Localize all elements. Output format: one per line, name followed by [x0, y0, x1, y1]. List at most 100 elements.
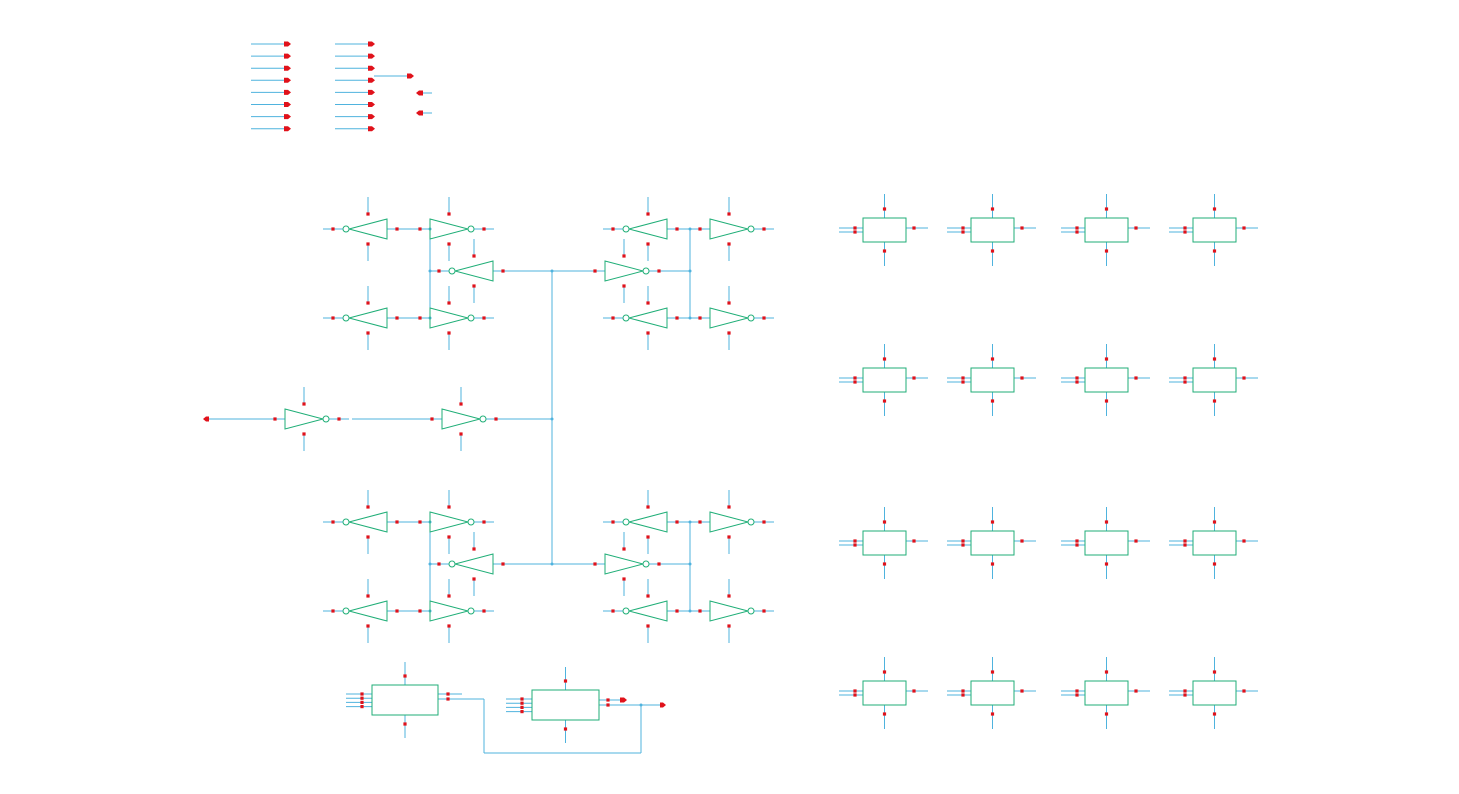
- inverter-bubble: [467, 314, 475, 322]
- inverter-bubble: [622, 607, 630, 615]
- pin-dot: [1242, 689, 1246, 693]
- input-pin: [284, 89, 291, 95]
- inverter-icon: [342, 600, 388, 622]
- pin-dot: [1183, 689, 1187, 693]
- pin-dot: [853, 230, 857, 234]
- pin-dot: [853, 689, 857, 693]
- register-body: [1192, 680, 1237, 706]
- pin-dot: [727, 535, 731, 539]
- pin-dot: [1242, 226, 1246, 230]
- inverter-body: [627, 307, 668, 329]
- pin-dot: [395, 316, 399, 320]
- logic-block: [531, 689, 600, 721]
- pin-dot: [1242, 539, 1246, 543]
- pin-dot: [990, 520, 995, 524]
- inverter-body: [429, 218, 470, 240]
- pin-dot: [990, 249, 995, 253]
- wire-junction: [550, 562, 554, 566]
- inout-pin: [416, 110, 423, 116]
- pin-dot: [1134, 689, 1138, 693]
- pin-dot: [1212, 670, 1217, 674]
- pin-dot: [882, 712, 887, 716]
- inverter-body: [453, 553, 494, 575]
- register-cell: [970, 530, 1015, 556]
- inverter-icon: [709, 307, 755, 329]
- pin-dot: [1104, 357, 1109, 361]
- input-pin: [284, 41, 291, 47]
- pin-dot: [395, 609, 399, 613]
- pin-dot: [646, 535, 650, 539]
- pin-dot: [360, 696, 364, 700]
- inverter-body: [453, 260, 494, 282]
- pin-dot: [853, 380, 857, 384]
- inverter-bubble: [747, 225, 755, 233]
- inverter-body: [347, 307, 388, 329]
- pin-dot: [622, 547, 626, 551]
- pin-dot: [447, 594, 451, 598]
- pin-dot: [646, 301, 650, 305]
- pin-dot: [482, 520, 486, 524]
- input-pin: [368, 126, 375, 132]
- inverter-icon: [622, 218, 668, 240]
- pin-dot: [418, 520, 422, 524]
- pin-dot: [337, 417, 341, 421]
- pin-dot: [675, 520, 679, 524]
- pin-dot: [1183, 539, 1187, 543]
- pin-dot: [1075, 380, 1079, 384]
- pin-dot: [1075, 543, 1079, 547]
- pin-dot: [961, 693, 965, 697]
- output-port-pin: [660, 702, 666, 708]
- inverter-bubble: [342, 314, 350, 322]
- inverter-body: [429, 511, 470, 533]
- pin-dot: [520, 697, 524, 701]
- inverter-bubble: [467, 518, 475, 526]
- pin-dot: [622, 577, 626, 581]
- register-cell: [1084, 367, 1129, 393]
- pin-dot: [447, 505, 451, 509]
- pin-dot: [961, 543, 965, 547]
- pin-dot: [366, 212, 370, 216]
- inverter-icon: [429, 218, 475, 240]
- pin-dot: [675, 316, 679, 320]
- pin-dot: [1212, 249, 1217, 253]
- inverter-icon: [709, 600, 755, 622]
- pin-dot: [1020, 376, 1024, 380]
- inverter-icon: [441, 408, 487, 430]
- pin-dot: [360, 705, 364, 709]
- inverter-icon: [429, 307, 475, 329]
- pin-dot: [611, 609, 615, 613]
- wire-junction: [550, 269, 554, 273]
- logic-block: [371, 684, 439, 716]
- pin-dot: [331, 609, 335, 613]
- pin-dot: [853, 543, 857, 547]
- pin-dot: [882, 249, 887, 253]
- inverter-body: [429, 307, 470, 329]
- inverter-bubble: [622, 314, 630, 322]
- inverter-icon: [342, 511, 388, 533]
- inverter-body: [627, 218, 668, 240]
- inverter-icon: [284, 408, 330, 430]
- inverter-body: [347, 218, 388, 240]
- pin-dot: [1104, 399, 1109, 403]
- wire-junction: [688, 562, 692, 566]
- register-body: [1084, 680, 1129, 706]
- pin-dot: [366, 535, 370, 539]
- pin-dot: [1212, 399, 1217, 403]
- pin-dot: [1212, 712, 1217, 716]
- pin-dot: [1075, 539, 1079, 543]
- register-cell: [1084, 217, 1129, 243]
- pin-dot: [990, 562, 995, 566]
- register-cell: [1192, 367, 1237, 393]
- pin-dot: [447, 624, 451, 628]
- inverter-body: [347, 511, 388, 533]
- inverter-bubble: [622, 518, 630, 526]
- wire-layer: [209, 43, 1258, 754]
- pin-dot: [853, 226, 857, 230]
- pin-dot: [762, 316, 766, 320]
- pin-dot: [459, 432, 463, 436]
- inverter-body: [709, 511, 750, 533]
- pin-dot: [606, 698, 610, 702]
- pin-dot: [403, 722, 407, 726]
